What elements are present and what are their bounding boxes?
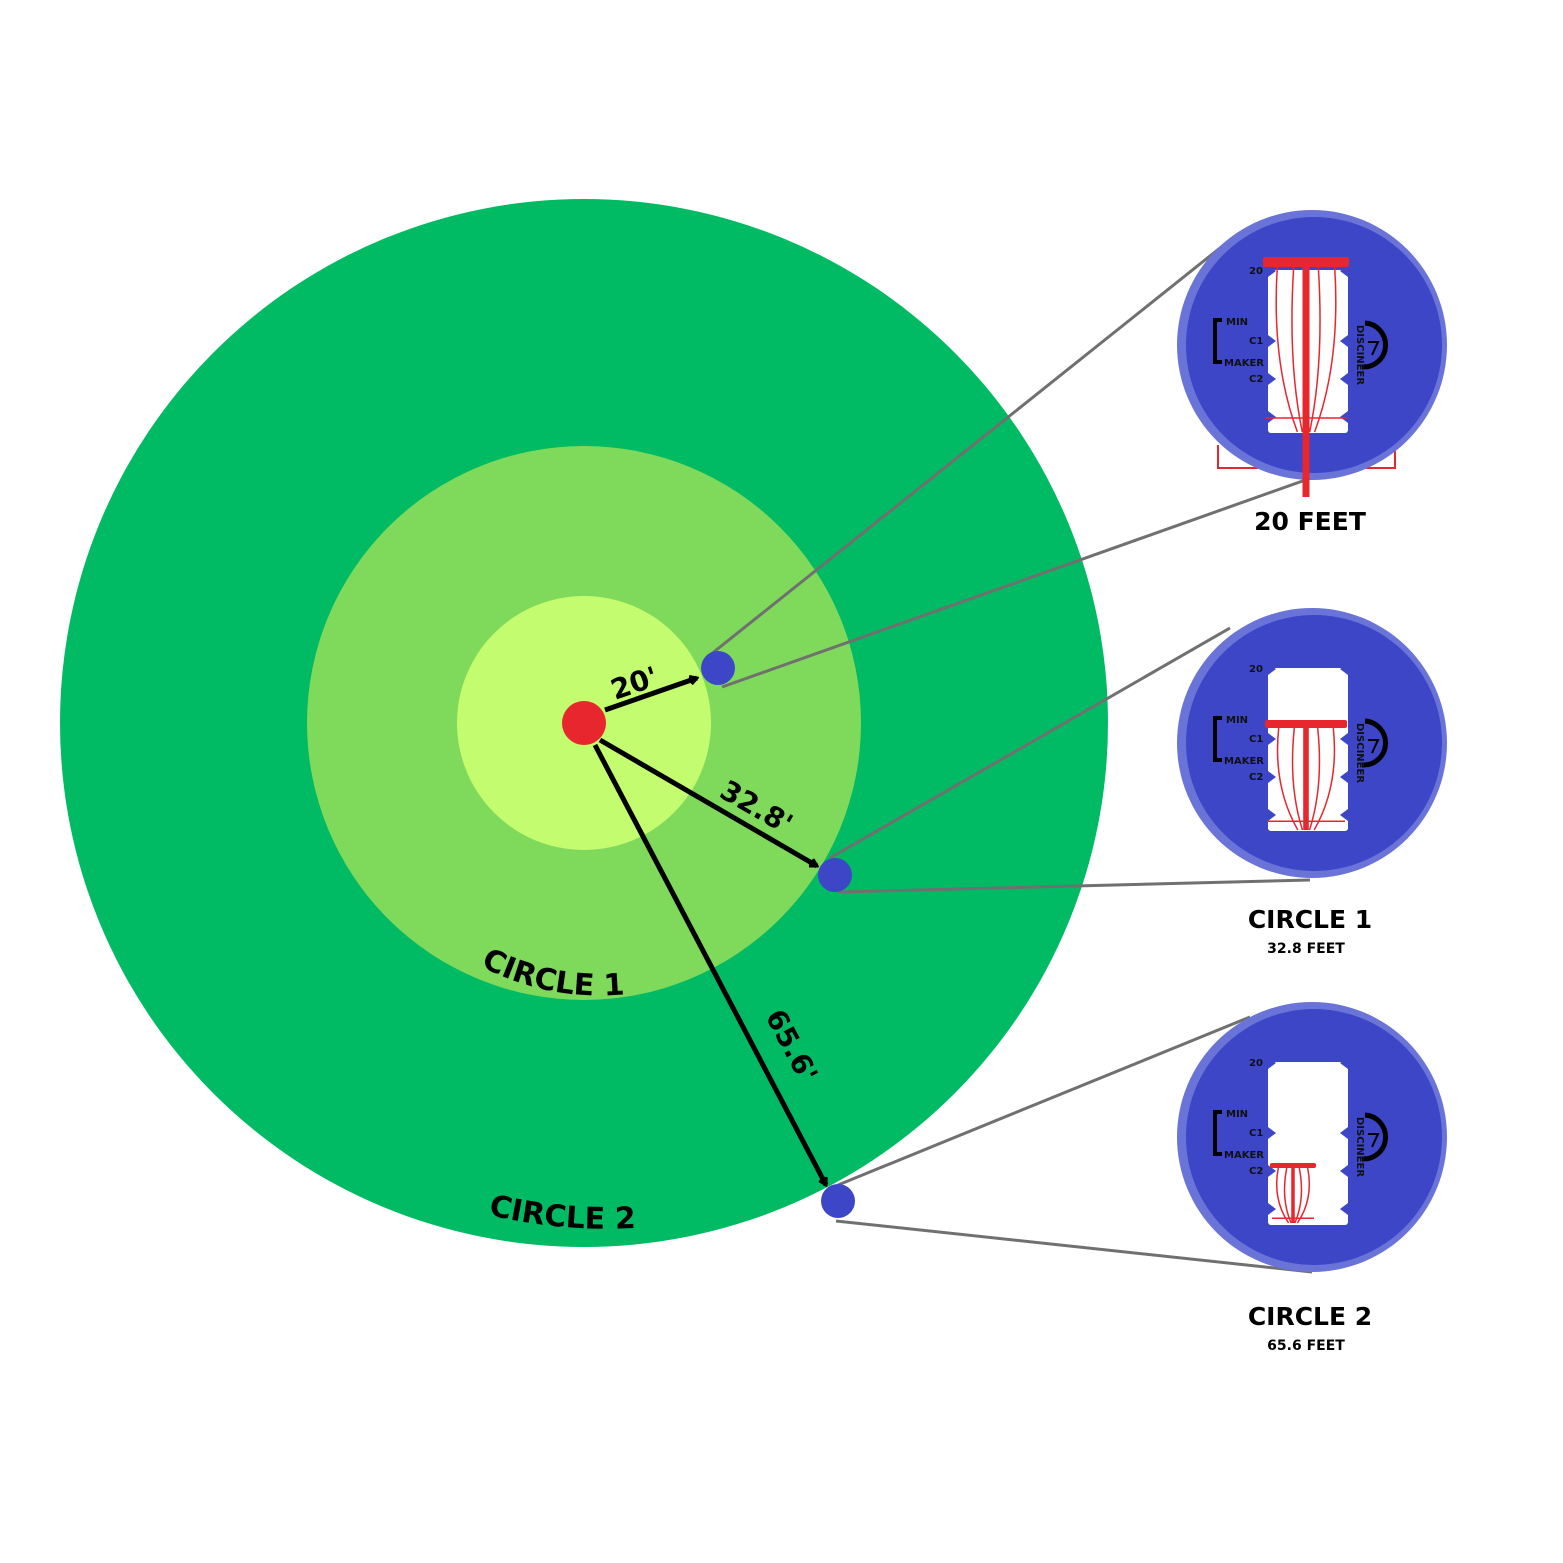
logo-discineer-text: DISCINEER: [1354, 1117, 1365, 1177]
logo-discineer-text: DISCINEER: [1354, 723, 1365, 783]
callout-title: CIRCLE 1: [1248, 905, 1372, 934]
disc-mark-c1: C1: [1249, 336, 1263, 347]
disc-mark-c2: C2: [1249, 374, 1263, 385]
basket-icon: [1263, 257, 1349, 497]
arrow-32-8: [598, 737, 817, 869]
position-dot-20ft: [701, 651, 735, 685]
basket-dot: [562, 701, 606, 745]
callout-title: CIRCLE 2: [1248, 1302, 1372, 1331]
disc-mark-c2: C2: [1249, 772, 1263, 783]
target-column: [1268, 1062, 1348, 1225]
position-dot-circle1: [818, 858, 852, 892]
discineer-logo-icon: DISCINEER: [1354, 1112, 1388, 1177]
logo-min-text: MIN: [1226, 1109, 1248, 1120]
basket-icon: [1270, 1163, 1316, 1224]
logo-maker-text: MAKER: [1224, 756, 1264, 767]
logo-discineer-text: DISCINEER: [1354, 325, 1365, 385]
disc-mark-c1: C1: [1249, 1128, 1263, 1139]
arrow-65-6: [592, 743, 829, 1185]
distance-arrows: [592, 678, 829, 1185]
callout-title: 20 FEET: [1254, 507, 1366, 536]
logo-min-text: MIN: [1226, 715, 1248, 726]
basket-icon: [1265, 720, 1347, 831]
discineer-logo-icon: DISCINEER: [1354, 320, 1388, 385]
minmaker-logo-icon: MIN MAKER: [1213, 715, 1264, 767]
logo-maker-text: MAKER: [1224, 358, 1264, 369]
position-dot-circle2: [821, 1184, 855, 1218]
disc-mark-c2: C2: [1249, 1166, 1263, 1177]
discineer-logo-icon: DISCINEER: [1354, 718, 1388, 783]
callout-subtitle: 65.6 FEET: [1267, 1338, 1345, 1354]
connector-lines: [709, 238, 1391, 1274]
minmaker-logo-icon: MIN MAKER: [1213, 317, 1264, 369]
logo-min-text: MIN: [1226, 317, 1248, 328]
disc-mark-20: 20: [1249, 664, 1263, 675]
disc-mark-c1: C1: [1249, 734, 1263, 745]
minmaker-logo-icon: MIN MAKER: [1213, 1109, 1264, 1161]
callout-subtitle: 32.8 FEET: [1267, 941, 1345, 957]
logo-maker-text: MAKER: [1224, 1150, 1264, 1161]
disc-mark-20: 20: [1249, 266, 1263, 277]
disc-mark-20: 20: [1249, 1058, 1263, 1069]
arrow-20: [604, 678, 697, 713]
